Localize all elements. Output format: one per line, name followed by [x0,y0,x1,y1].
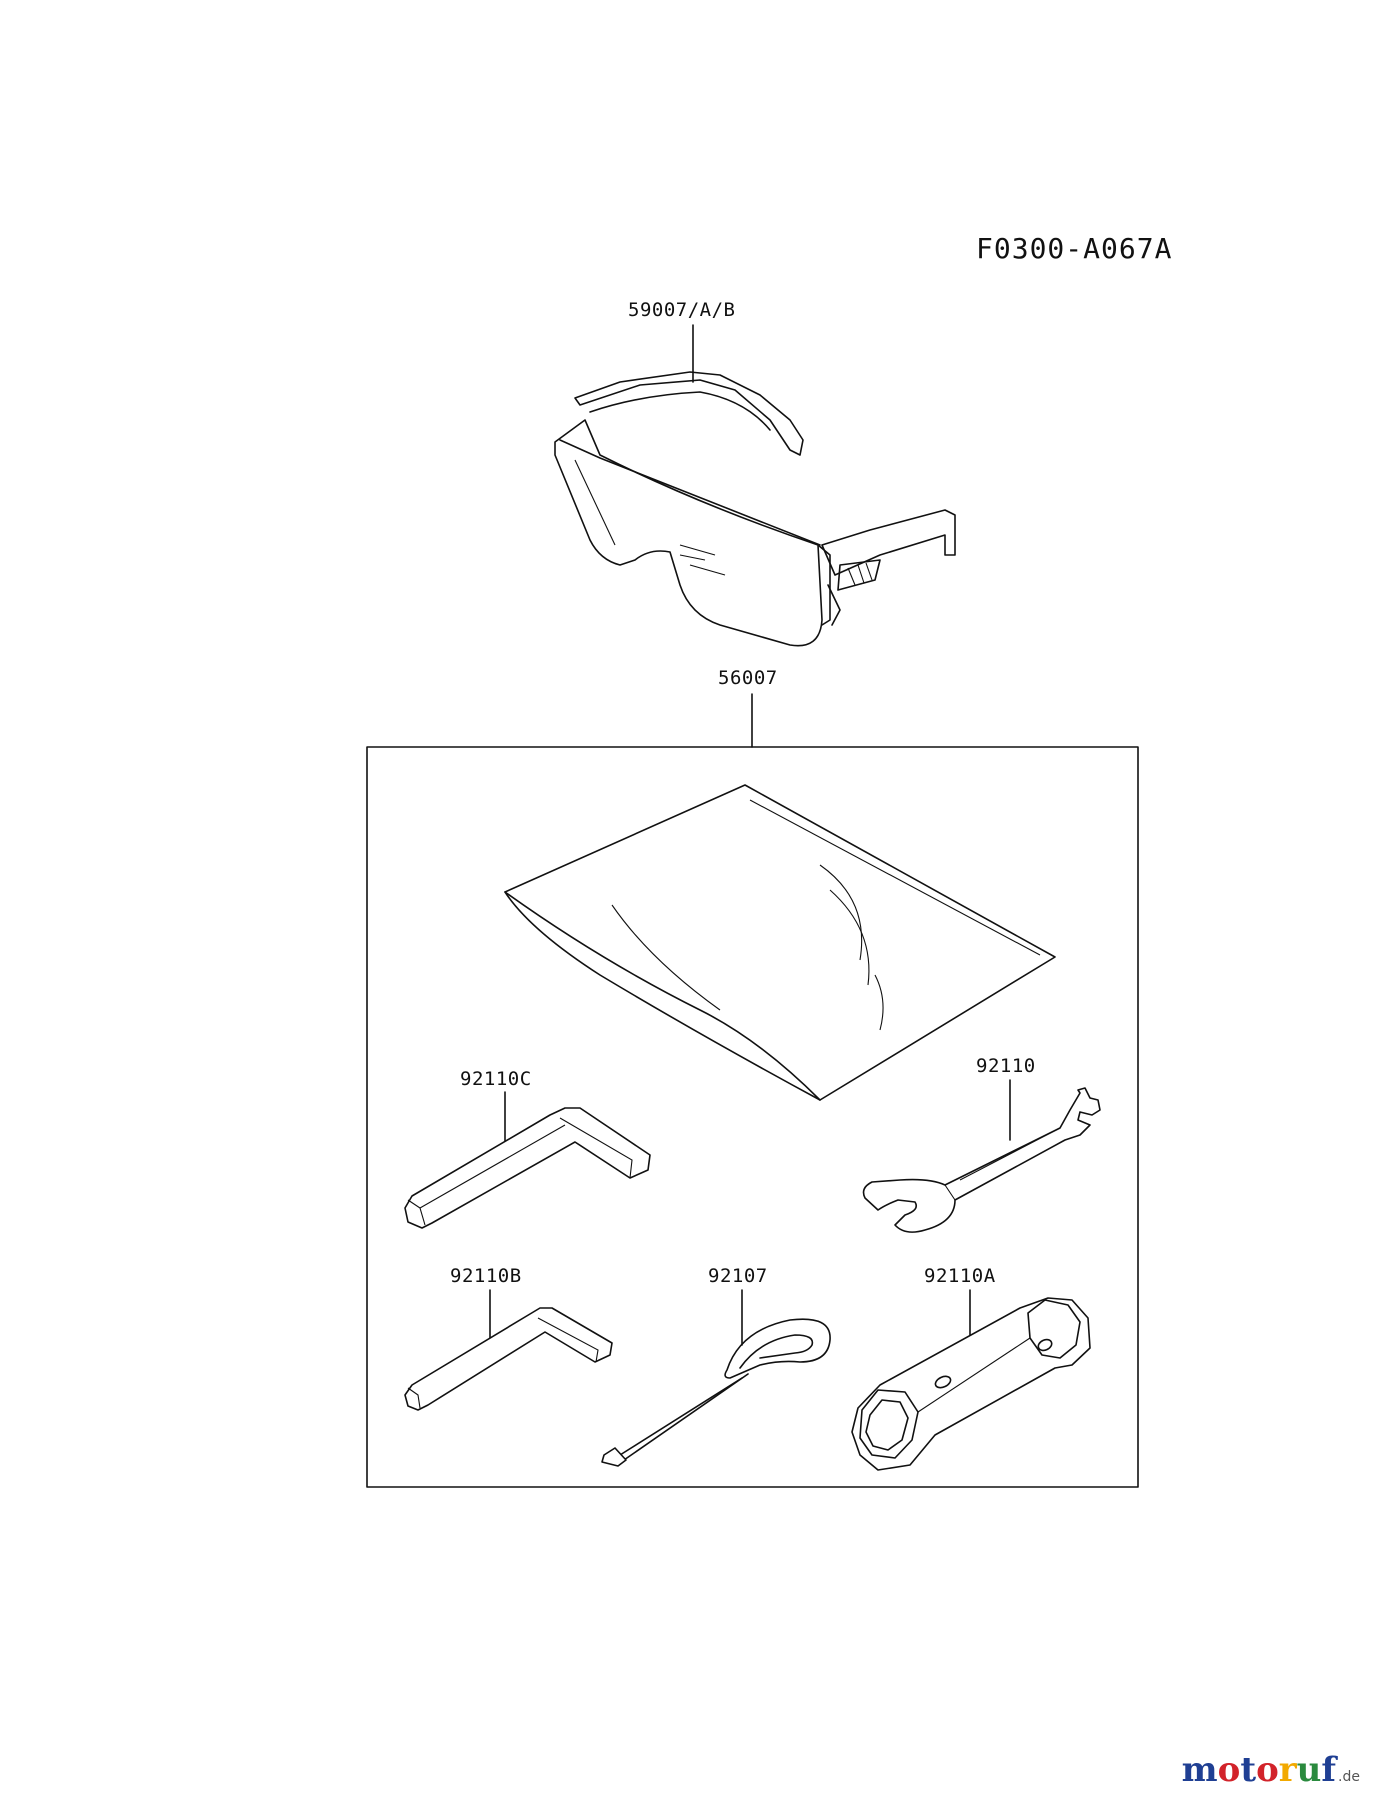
screwdriver [601,1318,831,1467]
watermark-letter: o [1217,1750,1241,1790]
watermark-letter: m [1181,1750,1218,1790]
watermark-logo: motoruf .de [1182,1750,1360,1790]
label-hex-key-large: 92110C [460,1068,532,1090]
watermark-letter: t [1240,1750,1257,1790]
wrench [862,1087,1101,1233]
hex-key-small [404,1307,613,1411]
watermark-letter: u [1296,1750,1322,1790]
safety-glasses [554,371,956,647]
watermark-letter: o [1256,1750,1279,1790]
label-glasses: 59007/A/B [628,299,735,321]
label-kit: 56007 [718,667,778,689]
watermark-letter: r [1278,1750,1297,1790]
hex-key-large [404,1107,651,1229]
label-box-spanner: 92110A [924,1265,996,1287]
tool-bag [504,784,1056,1101]
label-wrench: 92110 [976,1055,1036,1077]
label-screwdriver: 92107 [708,1265,768,1287]
label-hex-key-small: 92110B [450,1265,522,1287]
watermark-letter: f [1321,1750,1337,1790]
watermark-main: motoruf [1182,1750,1336,1790]
watermark-tld: .de [1338,1769,1360,1785]
diagram-code: F0300-A067A [976,232,1172,265]
box-spanner [851,1297,1091,1471]
kit-frame [366,746,1139,1488]
